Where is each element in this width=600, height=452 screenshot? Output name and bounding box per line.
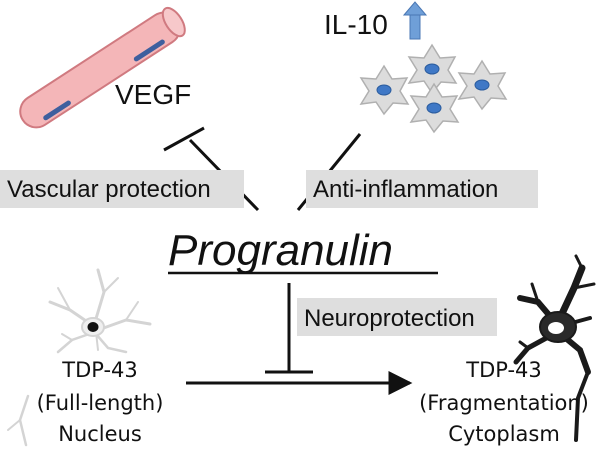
vegf-label: VEGF xyxy=(115,79,191,110)
degenerating-neuron-icon xyxy=(513,254,596,442)
il10-label: IL-10 xyxy=(324,9,388,40)
tdp43-left-line3: Nucleus xyxy=(58,422,142,446)
tdp43-right-line1: TDP-43 xyxy=(465,358,542,382)
neuroprotection-label: Neuroprotection xyxy=(304,305,475,332)
vascular-protection-box xyxy=(0,170,244,208)
tdp43-left-line2: (Full-length) xyxy=(37,391,164,415)
tdp43-left-line1: TDP-43 xyxy=(61,358,138,382)
healthy-neuron-icon xyxy=(7,268,152,447)
up-arrow-icon xyxy=(402,1,428,40)
anti-inflammation-label: Anti-inflammation xyxy=(313,176,498,203)
tdp43-right-line3: Cytoplasm xyxy=(448,422,560,446)
blood-vessel-icon xyxy=(19,6,186,129)
vascular-protection-label: Vascular protection xyxy=(7,176,211,203)
neuroprotection-box xyxy=(297,298,497,336)
immune-cells-icon xyxy=(359,43,508,134)
tdp43-right-line2: (Fragmentation) xyxy=(419,391,589,415)
progranulin-title: Progranulin xyxy=(168,226,393,275)
anti-inflammation-box xyxy=(306,170,538,208)
